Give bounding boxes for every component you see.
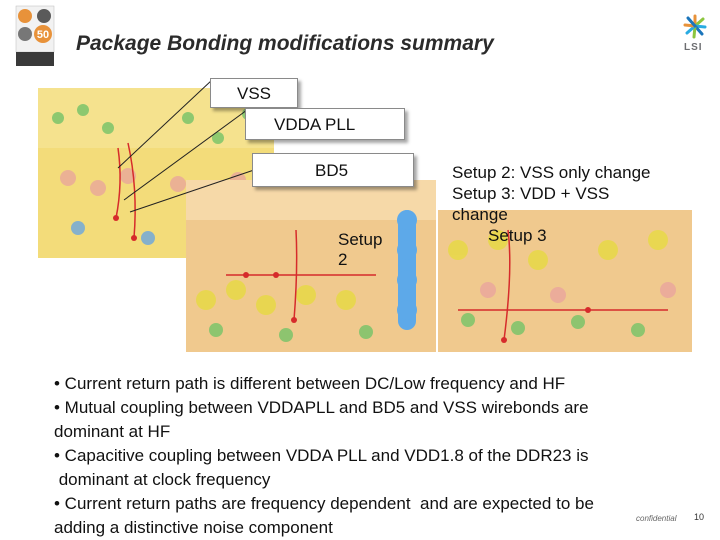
logo-number: 50 xyxy=(37,29,49,41)
bullet-line: adding a distinctive noise component xyxy=(54,518,333,537)
setup2-label-line2: 2 xyxy=(338,250,348,269)
board-image-setup3 xyxy=(438,210,692,352)
lsi-logo: LSI xyxy=(678,12,712,56)
setup-notes: Setup 2: VSS only change Setup 3: VDD + … xyxy=(452,162,650,225)
bullet-line: • Capacitive coupling between VDDA PLL a… xyxy=(54,446,589,465)
bullet-line: • Current return path is different betwe… xyxy=(54,374,566,393)
anniversary-logo: 50 xyxy=(14,4,56,68)
page-number: 10 xyxy=(694,512,705,522)
setup-note-1: Setup 2: VSS only change xyxy=(452,163,651,182)
confidential-label: confidential xyxy=(636,514,677,523)
callout-vdda-pll: VDDA PLL xyxy=(245,108,405,140)
callout-bd5: BD5 xyxy=(252,153,414,187)
setup2-label: Setup 2 xyxy=(338,230,382,270)
bullet-line: • Current return paths are frequency dep… xyxy=(54,494,594,513)
callout-vss: VSS xyxy=(210,78,298,108)
setup2-label-line1: Setup xyxy=(338,230,383,249)
bullet-line: dominant at HF xyxy=(54,422,171,441)
lsi-logo-text: LSI xyxy=(684,42,703,53)
setup-note-3: change xyxy=(452,205,508,224)
bullet-list: • Current return path is different betwe… xyxy=(54,372,694,540)
bullet-line: • Mutual coupling between VDDAPLL and BD… xyxy=(54,398,589,417)
slide-title: Package Bonding modifications summary xyxy=(76,32,494,55)
setup-note-2: Setup 3: VDD + VSS xyxy=(452,184,610,203)
bullet-line: dominant at clock frequency xyxy=(54,470,271,489)
setup3-label: Setup 3 xyxy=(488,226,547,245)
